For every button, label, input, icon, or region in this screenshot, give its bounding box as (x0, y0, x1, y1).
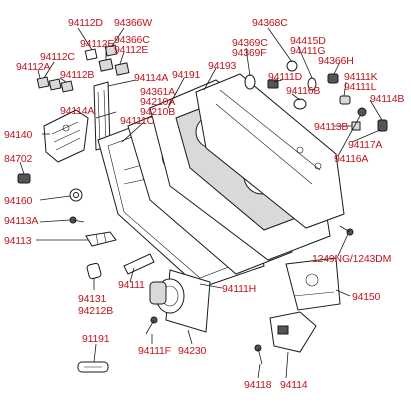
label-94113: 94113 (4, 235, 32, 247)
bracket-94150 (285, 257, 341, 311)
label-94368C: 94368C (252, 17, 288, 29)
label-94116B: 94116B (286, 85, 320, 97)
label-94415D: 94415D (290, 35, 326, 47)
label-94193: 94193 (208, 60, 237, 72)
label-94191: 94191 (172, 69, 201, 81)
label-94117A: 94117A (348, 139, 382, 151)
lever-91191 (77, 361, 109, 373)
label-94112D: 94112D (68, 17, 103, 29)
label-94114: 94114 (280, 379, 308, 391)
label-1249NG-1243DM: 1249NG/1243DM (312, 253, 391, 265)
screw-94111F (145, 316, 158, 335)
label-94210B: 94210B (140, 106, 175, 118)
leader-lines (19, 27, 383, 379)
label-94111C: 94111C (120, 115, 155, 127)
label-94140: 94140 (4, 129, 33, 141)
speedometer-94230 (149, 269, 211, 333)
label-94111F: 94111F (138, 345, 171, 357)
label-94111D: 94111D (268, 71, 303, 83)
knob-94131 (86, 262, 102, 280)
label-94112A: 94112A (16, 61, 50, 73)
label-94150: 94150 (352, 291, 381, 303)
label-94114A-top: 94114A (134, 72, 168, 84)
clip-84702 (17, 173, 31, 184)
label-94111L: 94111L (344, 81, 377, 93)
washer-94160 (69, 188, 83, 202)
label-94111H: 94111H (222, 283, 256, 295)
label-94113B: 94113B (314, 121, 348, 133)
label-94112C: 94112C (40, 51, 75, 63)
screw-1249NG (339, 225, 354, 236)
left-warning-panel-94140 (43, 109, 89, 163)
label-94366C: 94366C (114, 34, 150, 46)
sensor-94114 (269, 311, 317, 353)
label-94230: 94230 (178, 345, 207, 357)
label-94111K: 94111K (344, 71, 378, 83)
label-94411G: 94411G (290, 45, 325, 57)
label-94212B: 94212B (78, 305, 113, 317)
screw-94118 (254, 344, 263, 365)
label-94131: 94131 (78, 293, 107, 305)
label-94366W: 94366W (114, 17, 152, 29)
label-94112B: 94112B (60, 69, 94, 81)
label-94112E: 94112E (80, 38, 114, 50)
label-94114B: 94114B (370, 93, 404, 105)
part-labels: 94112D 94366W 94112E 94366C 94112E 94112… (4, 17, 405, 391)
label-94113A: 94113A (4, 215, 38, 227)
printed-circuit-94193 (195, 73, 345, 229)
label-94210A: 94210A (140, 96, 175, 108)
label-94160: 94160 (4, 195, 33, 207)
small-lens-set (36, 44, 130, 93)
label-94369F: 94369F (232, 47, 266, 59)
bulb-socket-set (244, 60, 388, 132)
label-94112E-2: 94112E (114, 44, 148, 56)
label-94361A: 94361A (140, 86, 175, 98)
trim-piece-94111 (123, 253, 155, 275)
label-94111: 94111 (118, 279, 145, 291)
label-94118: 94118 (244, 379, 272, 391)
label-94369C: 94369C (232, 37, 268, 49)
label-94366H: 94366H (318, 55, 354, 67)
label-94116A: 94116A (334, 153, 368, 165)
label-91191: 91191 (82, 333, 110, 345)
label-84702: 84702 (4, 153, 33, 165)
label-94114A-mid: 94114A (60, 105, 94, 117)
connector-94113 (85, 231, 117, 247)
screw-94113A (69, 216, 85, 224)
